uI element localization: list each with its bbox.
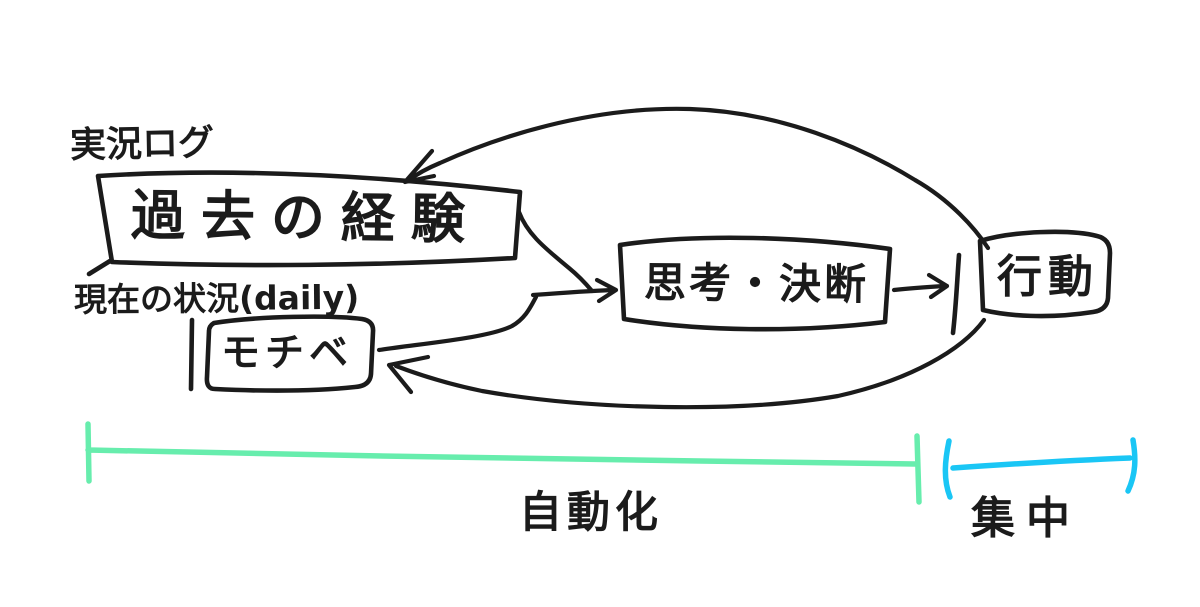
connector-motivation-to-thinking [376, 294, 539, 353]
motivation-label: モチベ [221, 331, 354, 376]
arrow-into-thinking [530, 277, 619, 304]
live-log-label: 実況ログ [69, 122, 215, 167]
current-situation-label: 現在の状況(daily) [73, 277, 360, 320]
action-label: 行動 [997, 250, 1100, 303]
motivation-box [188, 314, 376, 393]
focus-label: 集中 [971, 493, 1081, 544]
past-experience-label: 過去の経験 [130, 183, 482, 252]
focus-bracket [942, 437, 1138, 500]
automation-bracket [85, 421, 922, 505]
action-box [950, 229, 1113, 336]
feedback-arrow-action-to-motivation [386, 317, 987, 410]
feedback-arrow-action-to-past [402, 106, 991, 251]
arrow-thinking-to-action [891, 272, 950, 300]
thinking-decision-label: 思考・決断 [643, 258, 870, 309]
past-experience-box [86, 170, 523, 277]
connector-past-to-thinking [516, 209, 595, 294]
thinking-decision-box [617, 235, 893, 332]
automation-label: 自動化 [519, 488, 663, 538]
